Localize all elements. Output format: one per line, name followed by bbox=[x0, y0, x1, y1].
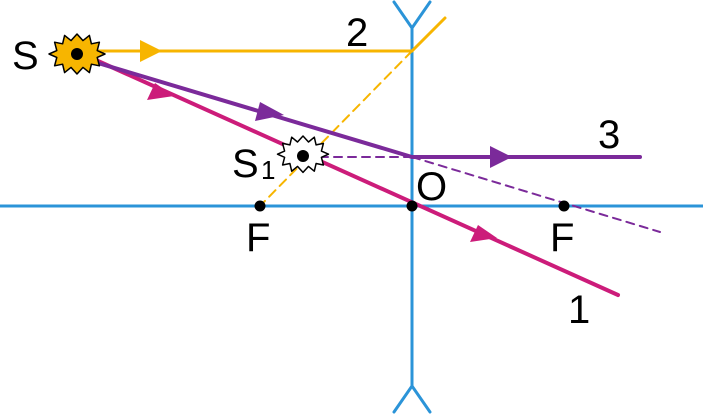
focus-right-point bbox=[558, 200, 570, 212]
center-point bbox=[406, 200, 418, 212]
source-sun-star-icon bbox=[48, 33, 106, 75]
source-label: S bbox=[12, 34, 39, 78]
image-star-outline-icon bbox=[276, 135, 330, 174]
ray-2 bbox=[90, 16, 447, 207]
ray-1-arrow-refracted bbox=[470, 225, 497, 242]
ray-3-arrow-refracted bbox=[490, 146, 512, 168]
focus-left-label: F bbox=[246, 216, 270, 260]
focus-right-label: F bbox=[550, 216, 574, 260]
ray-3-extension-forward-dashed bbox=[411, 156, 661, 233]
ray-2-extension-dashed bbox=[259, 50, 413, 207]
ray-2-arrow bbox=[140, 40, 162, 62]
image-point bbox=[297, 150, 309, 162]
ray-2-refracted bbox=[410, 16, 447, 53]
image-label-subscript: 1 bbox=[261, 155, 275, 185]
source-point bbox=[71, 48, 83, 60]
center-label: O bbox=[416, 165, 447, 209]
ray-3 bbox=[86, 58, 661, 233]
ray-1 bbox=[76, 50, 620, 297]
ray-2-label: 2 bbox=[346, 11, 368, 55]
ray-1-label: 1 bbox=[568, 288, 590, 332]
ray-3-label: 3 bbox=[598, 113, 620, 157]
ray-3-incident bbox=[86, 58, 414, 159]
lens-top-end bbox=[392, 0, 432, 31]
image-label: S bbox=[232, 142, 259, 186]
ray-3-arrow-incident bbox=[255, 102, 284, 121]
ray-1-arrow-incident bbox=[147, 83, 174, 100]
focus-left-point bbox=[254, 200, 266, 212]
lens-bottom-end bbox=[392, 383, 432, 414]
